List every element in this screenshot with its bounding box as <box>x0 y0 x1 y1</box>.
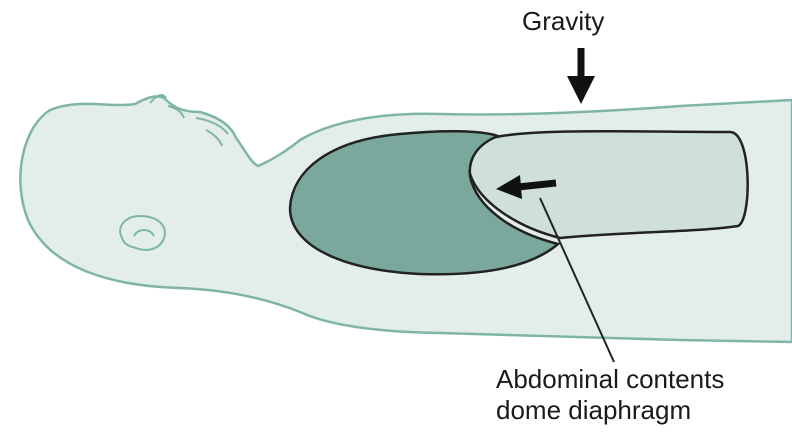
annotation-label: Abdominal contents dome diaphragm <box>496 364 724 426</box>
arrow-down-icon <box>567 48 595 104</box>
annotation-label-line1: Abdominal contents <box>496 364 724 395</box>
gravity-label: Gravity <box>522 6 604 37</box>
annotation-label-line2: dome diaphragm <box>496 395 724 426</box>
